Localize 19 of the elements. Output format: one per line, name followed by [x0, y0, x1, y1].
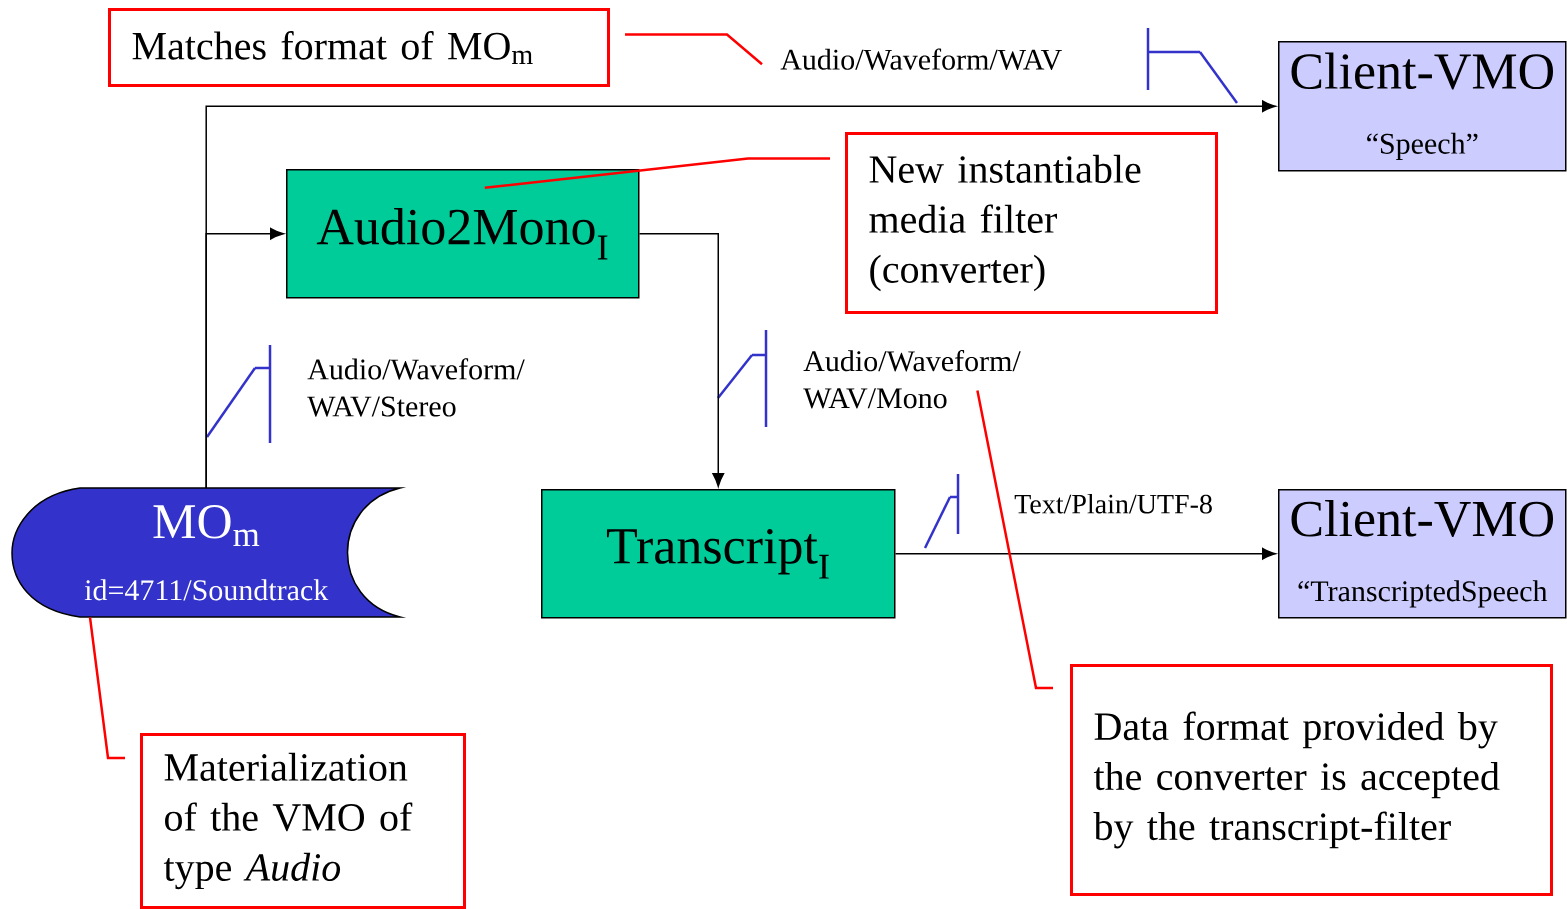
format-label: Audio/Waveform/ WAV/Stereo	[307, 358, 525, 417]
leader-line	[88, 617, 125, 760]
leader-line	[976, 390, 1053, 690]
client-box: Client-VMO “Speech”	[1278, 41, 1567, 172]
arrow	[205, 227, 284, 489]
client-box: Client-VMO “TranscriptedSpeech	[1278, 489, 1567, 619]
edge-label: Text/Plain/UTF-8	[1013, 492, 1214, 515]
callout-box: Materialization of the VMO of type Audio	[140, 733, 466, 909]
leader-line	[625, 33, 763, 66]
arrow	[638, 233, 725, 487]
arrow	[894, 547, 1276, 560]
format-label: Audio/Waveform/WAV	[780, 48, 1062, 70]
callout-box: Matches format of MO$_{m}$	[108, 8, 610, 87]
filter-box: Audio2Mono$_{I}$	[286, 169, 640, 299]
callout-box: New instantiable media filter (converter)	[845, 132, 1218, 314]
format-label: Audio/Waveform/ WAV/Mono	[803, 349, 1021, 409]
callout-box: Data format provided by the converter is accepted by the transcript-filter	[1070, 664, 1553, 896]
filter-box: Transcript$_{I}$	[541, 489, 896, 619]
leader-line	[484, 157, 830, 189]
